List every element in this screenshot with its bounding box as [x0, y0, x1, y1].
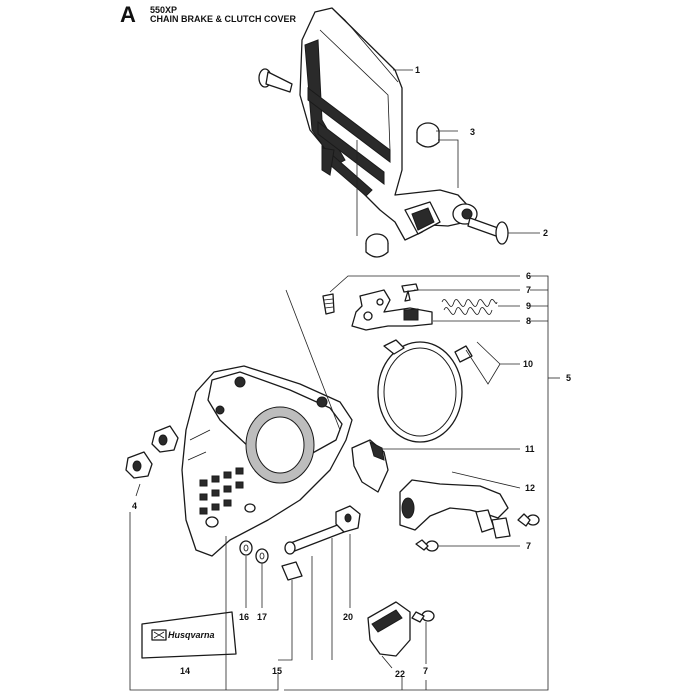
screw-top[interactable] — [401, 283, 419, 302]
callout-16: 16 — [239, 612, 249, 622]
callout-5: 5 — [566, 373, 571, 383]
decal-part[interactable]: Husqvarna — [141, 611, 237, 659]
screw-bottom[interactable] — [411, 610, 435, 623]
callout-3: 3 — [470, 127, 475, 137]
callout-7-top: 7 — [526, 285, 531, 295]
callout-7-middle: 7 — [526, 541, 531, 551]
section-letter: A — [120, 2, 136, 27]
callout-15: 15 — [272, 666, 282, 676]
callout-1: 1 — [415, 65, 420, 75]
stud-bolt-part[interactable] — [284, 523, 345, 555]
callout-14: 14 — [180, 666, 190, 676]
callout-7-bottom: 7 — [423, 666, 428, 676]
callout-10: 10 — [523, 359, 533, 369]
hand-guard-part[interactable] — [299, 7, 478, 241]
brake-band-part[interactable] — [377, 339, 473, 443]
callout-8: 8 — [526, 316, 531, 326]
brake-lever-part[interactable] — [351, 289, 433, 331]
brake-block-part[interactable] — [351, 439, 389, 493]
washer-17-part[interactable] — [255, 548, 269, 564]
callout-numbers: 1 2 3 4 5 6 7 9 8 10 11 12 7 16 17 20 14… — [132, 65, 571, 679]
cover-plate-part[interactable] — [367, 601, 411, 657]
callout-20: 20 — [343, 612, 353, 622]
screw-right[interactable] — [517, 513, 540, 527]
spring-pin-part[interactable] — [322, 293, 335, 315]
callout-17: 17 — [257, 612, 267, 622]
clutch-cover-part[interactable] — [181, 365, 353, 557]
chain-catcher-lower[interactable] — [125, 451, 153, 479]
tensioner-part[interactable] — [335, 505, 361, 533]
callout-11: 11 — [525, 444, 535, 454]
callout-12: 12 — [525, 483, 535, 493]
guard-screw-top[interactable] — [258, 68, 293, 93]
screw-middle[interactable] — [415, 539, 439, 552]
washer-16-part[interactable] — [239, 540, 253, 556]
callout-22: 22 — [395, 669, 405, 679]
callout-4: 4 — [132, 501, 137, 511]
decal-brand-text: Husqvarna — [168, 630, 215, 640]
diagram-title: CHAIN BRAKE & CLUTCH COVER — [150, 14, 296, 24]
callout-2: 2 — [543, 228, 548, 238]
bracket-part[interactable] — [399, 479, 511, 539]
model-number: 550XP — [150, 5, 178, 15]
callout-6: 6 — [526, 271, 531, 281]
brake-spring-part[interactable] — [441, 299, 498, 315]
callout-9: 9 — [526, 301, 531, 311]
bar-nut-part[interactable] — [281, 561, 303, 581]
chain-catcher-upper[interactable] — [151, 425, 179, 453]
bushing-part[interactable] — [416, 122, 440, 148]
leader-lines — [129, 69, 560, 691]
bushing-lower[interactable] — [365, 233, 389, 258]
pivot-bolt-part[interactable] — [467, 217, 509, 245]
